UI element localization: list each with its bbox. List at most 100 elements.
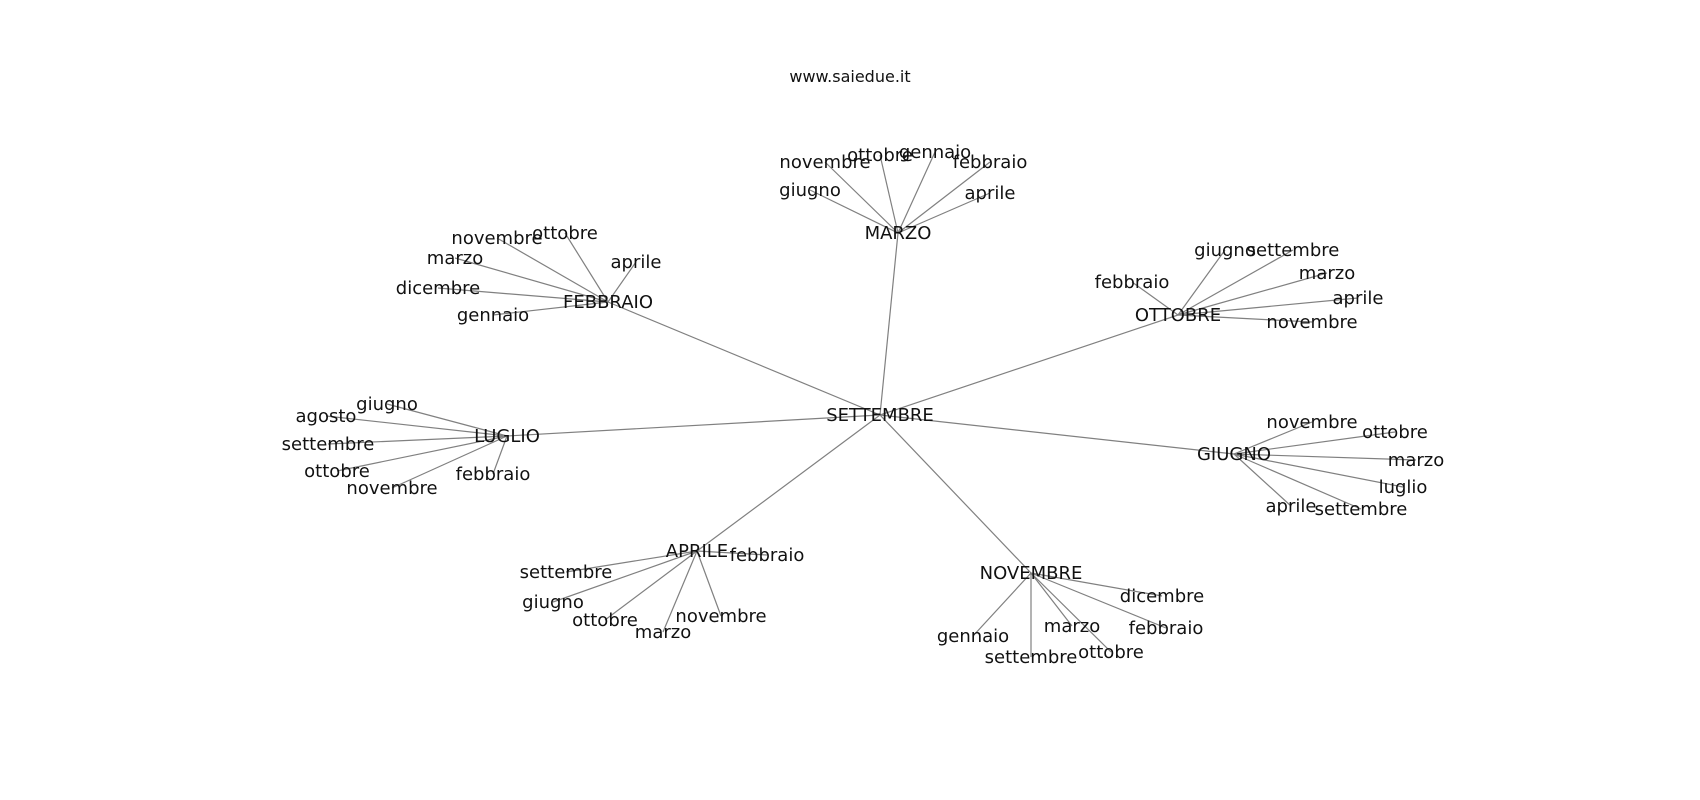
- edge-febbraio-gennaio: [492, 301, 609, 316]
- leaf-node-label: ottobre: [1078, 642, 1144, 663]
- leaf-node-label: aprile: [1266, 496, 1317, 517]
- labels-layer: SETTEMBRE novembreottobregennaiofebbraio…: [282, 142, 1445, 668]
- leaf-node-label: marzo: [1044, 616, 1100, 637]
- leaf-node-label: marzo: [427, 248, 483, 269]
- edge-luglio-giugno: [386, 403, 508, 437]
- leaf-node-label: ottobre: [572, 610, 638, 631]
- edge-aprile-settembre: [565, 550, 698, 573]
- leaf-node-label: marzo: [1299, 263, 1355, 284]
- edge-luglio-settembre: [327, 435, 508, 445]
- edge-marzo-novembre: [824, 161, 899, 234]
- leaf-node-label: novembre: [1266, 312, 1357, 333]
- edge-ottobre-novembre: [1177, 314, 1313, 323]
- edge-root-marzo: [879, 232, 899, 416]
- edge-novembre-dicembre: [1030, 572, 1163, 597]
- leaf-node-label: aprile: [965, 183, 1016, 204]
- leaf-node-label: dicembre: [396, 278, 480, 299]
- edge-marzo-ottobre: [879, 154, 899, 234]
- edge-marzo-gennaio: [897, 151, 936, 234]
- leaf-node-label: novembre: [346, 478, 437, 499]
- edge-febbraio-dicembre: [437, 287, 609, 303]
- leaf-node-label: giugno: [522, 592, 584, 613]
- edge-marzo-giugno: [809, 189, 899, 234]
- edge-giugno-settembre: [1233, 453, 1362, 510]
- edge-novembre-ottobre: [1030, 572, 1112, 653]
- leaf-node-label: settembre: [985, 647, 1078, 668]
- edge-aprile-marzo: [662, 550, 698, 633]
- edge-ottobre-settembre: [1177, 249, 1294, 316]
- leaf-node-label: dicembre: [1120, 586, 1204, 607]
- edge-aprile-ottobre: [604, 550, 698, 621]
- edge-giugno-marzo: [1233, 453, 1417, 461]
- leaf-node-label: ottobre: [304, 461, 370, 482]
- edge-aprile-giugno: [552, 550, 698, 603]
- leaf-node-label: giugno: [356, 394, 418, 415]
- leaf-node-label: novembre: [1266, 412, 1357, 433]
- edges-layer: [325, 151, 1417, 657]
- leaf-node-label: settembre: [1247, 240, 1340, 261]
- edge-luglio-novembre: [391, 435, 508, 489]
- edge-root-novembre: [879, 414, 1032, 574]
- edge-novembre-marzo: [1030, 572, 1073, 627]
- leaf-node-label: febbraio: [1095, 272, 1170, 293]
- leaf-node-label: marzo: [1388, 450, 1444, 471]
- leaf-node-label: novembre: [779, 152, 870, 173]
- hub-node-label: MARZO: [865, 223, 932, 244]
- edge-febbraio-marzo: [454, 257, 609, 303]
- edge-ottobre-giugno: [1177, 249, 1226, 316]
- edge-ottobre-marzo: [1177, 272, 1328, 316]
- leaf-node-label: marzo: [635, 622, 691, 643]
- leaf-node-label: novembre: [451, 228, 542, 249]
- edge-aprile-febbraio: [696, 550, 768, 556]
- edge-luglio-febbraio: [492, 435, 508, 475]
- hub-node-label: GIUGNO: [1197, 444, 1271, 465]
- edge-marzo-aprile: [897, 192, 991, 234]
- leaf-node-label: ottobre: [532, 223, 598, 244]
- edge-giugno-luglio: [1233, 453, 1404, 488]
- leaf-node-label: febbraio: [1129, 618, 1204, 639]
- edge-novembre-gennaio: [972, 572, 1032, 637]
- edge-luglio-agosto: [325, 415, 508, 437]
- edge-root-aprile: [696, 414, 881, 552]
- edge-root-giugno: [879, 414, 1235, 455]
- site-title: www.saiedue.it: [789, 67, 910, 86]
- leaf-node-label: agosto: [296, 406, 357, 427]
- leaf-node-label: febbraio: [953, 152, 1028, 173]
- edge-febbraio-novembre: [496, 237, 609, 303]
- root-node-label: SETTEMBRE: [826, 405, 934, 426]
- leaf-node-label: luglio: [1379, 477, 1428, 498]
- edge-root-febbraio: [607, 301, 881, 416]
- leaf-node-label: ottobre: [1362, 422, 1428, 443]
- leaf-node-label: settembre: [520, 562, 613, 583]
- leaf-node-label: giugno: [779, 180, 841, 201]
- hub-node-label: FEBBRAIO: [563, 292, 653, 313]
- hub-node-label: OTTOBRE: [1135, 305, 1221, 326]
- hub-node-label: LUGLIO: [474, 426, 540, 447]
- edge-root-luglio: [506, 414, 881, 437]
- edge-root-ottobre: [879, 314, 1179, 416]
- leaf-node-label: aprile: [1333, 288, 1384, 309]
- edge-marzo-febbraio: [897, 161, 991, 234]
- hub-node-label: NOVEMBRE: [980, 563, 1083, 584]
- leaf-node-label: settembre: [282, 434, 375, 455]
- edge-ottobre-febbraio: [1131, 281, 1179, 316]
- leaf-node-label: settembre: [1315, 499, 1408, 520]
- edge-novembre-febbraio: [1030, 572, 1167, 629]
- edge-luglio-ottobre: [336, 435, 508, 472]
- edge-febbraio-ottobre: [564, 232, 609, 303]
- leaf-node-label: febbraio: [456, 464, 531, 485]
- edge-giugno-aprile: [1233, 453, 1292, 507]
- edge-giugno-novembre: [1233, 421, 1313, 455]
- leaf-node-label: gennaio: [457, 305, 529, 326]
- leaf-node-label: gennaio: [899, 142, 971, 163]
- leaf-node-label: febbraio: [730, 545, 805, 566]
- edge-ottobre-aprile: [1177, 297, 1359, 316]
- leaf-node-label: novembre: [675, 606, 766, 627]
- edge-giugno-ottobre: [1233, 431, 1396, 455]
- leaf-node-label: ottobre: [847, 145, 913, 166]
- edge-aprile-novembre: [696, 550, 722, 617]
- hub-node-label: APRILE: [666, 541, 728, 562]
- leaf-node-label: giugno: [1194, 240, 1256, 261]
- leaf-node-label: gennaio: [937, 626, 1009, 647]
